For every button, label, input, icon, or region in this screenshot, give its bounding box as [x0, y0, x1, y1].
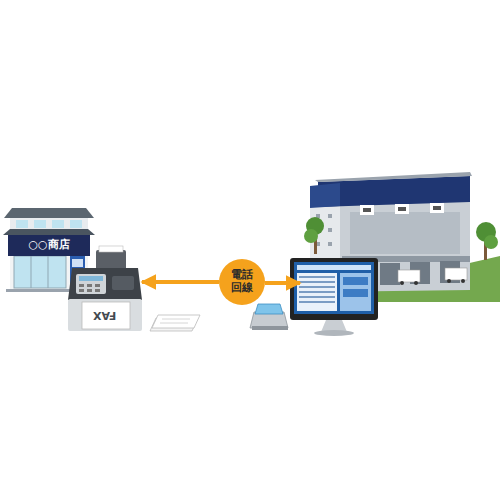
- shop-building-part: [52, 220, 64, 228]
- node-text: 電話 回線: [229, 269, 254, 294]
- node-text: FAX: [93, 308, 116, 321]
- warehouse-building-part: [484, 235, 498, 249]
- shop-building-part: [16, 220, 28, 228]
- warehouse-building: [300, 172, 500, 302]
- warehouse-building-part: [430, 203, 444, 213]
- monitor-part: [290, 258, 378, 320]
- paper-stack-part: [162, 319, 190, 320]
- fax-machine-part: [87, 284, 92, 287]
- warehouse-building-part: [398, 207, 406, 211]
- line-arrow-part: [265, 281, 300, 285]
- fax-machine-part: [68, 299, 142, 331]
- fax-machine-part: [87, 289, 92, 292]
- warehouse-building-part: [350, 212, 460, 254]
- fax-machine-part: [112, 276, 134, 290]
- fax-machine-part: [82, 302, 130, 329]
- warehouse-building-part: [328, 214, 332, 218]
- monitor-part: [299, 281, 335, 283]
- warehouse-building-part: [445, 268, 467, 280]
- shop-building-part: [6, 289, 92, 292]
- shop-sign: ○○商店: [8, 235, 90, 256]
- line-arrow: [142, 280, 219, 284]
- warehouse-building-part: [400, 281, 404, 285]
- warehouse-building-part: [363, 208, 371, 212]
- shop-building-part: [10, 218, 88, 230]
- shop-building-part: [70, 220, 82, 228]
- warehouse-building-part: [433, 206, 441, 210]
- paper-stack: [150, 315, 200, 331]
- monitor-part: [299, 296, 335, 298]
- shop-building-part: [72, 259, 83, 267]
- monitor-part: [297, 273, 337, 311]
- fax-machine-part: [96, 250, 126, 270]
- shop-building-part: [31, 256, 32, 288]
- monitor-part: [299, 276, 335, 278]
- fax-box: FAX: [68, 268, 142, 331]
- warehouse-building-part: [328, 228, 332, 232]
- warehouse-building-part: [447, 279, 451, 283]
- fax-machine-part: [99, 246, 123, 252]
- warehouse-building-part: [315, 172, 472, 182]
- monitor-part: [294, 262, 374, 314]
- shop-building-part: [4, 208, 94, 218]
- fax-machine-part: [68, 268, 142, 300]
- warehouse-building-part: [310, 183, 340, 208]
- paper-stack-part: [160, 323, 188, 324]
- warehouse-building-part: [398, 270, 420, 282]
- monitor: [290, 258, 378, 336]
- fax-machine-part: [79, 289, 84, 292]
- paper-stack-part: [152, 315, 200, 328]
- monitor-part: [297, 265, 371, 270]
- monitor-part: [314, 330, 354, 336]
- monitor-part: [340, 273, 371, 311]
- warehouse-building-part: [395, 204, 409, 214]
- fax-machine-part: [76, 274, 106, 294]
- line-circle: 電話 回線: [219, 259, 265, 305]
- warehouse-building-part: [328, 242, 332, 246]
- line-arrow: [265, 283, 300, 284]
- warehouse-building-part: [380, 263, 400, 285]
- warehouse-building-part: [360, 205, 374, 215]
- fax-machine: [68, 246, 142, 331]
- scanner-icon: [250, 304, 288, 330]
- monitor-part: [299, 291, 335, 293]
- scanner-icon-part: [252, 326, 288, 330]
- shop-building-part: [14, 256, 66, 288]
- scanner-icon-part: [255, 304, 283, 314]
- node-text: ○○商店: [28, 239, 69, 252]
- monitor-part: [299, 286, 335, 288]
- warehouse-building-part: [414, 281, 418, 285]
- monitor-part: [343, 277, 368, 285]
- fax-machine-part: [95, 284, 100, 287]
- shop-building-part: [48, 256, 49, 288]
- fax-machine-part: [95, 289, 100, 292]
- warehouse-building-part: [304, 229, 318, 243]
- monitor-part: [299, 301, 335, 303]
- fax-machine-part: [79, 284, 84, 287]
- fax-machine-part: [79, 276, 103, 281]
- warehouse-building-part: [461, 279, 465, 283]
- shop-building-part: [34, 220, 46, 228]
- monitor-part: [343, 289, 368, 297]
